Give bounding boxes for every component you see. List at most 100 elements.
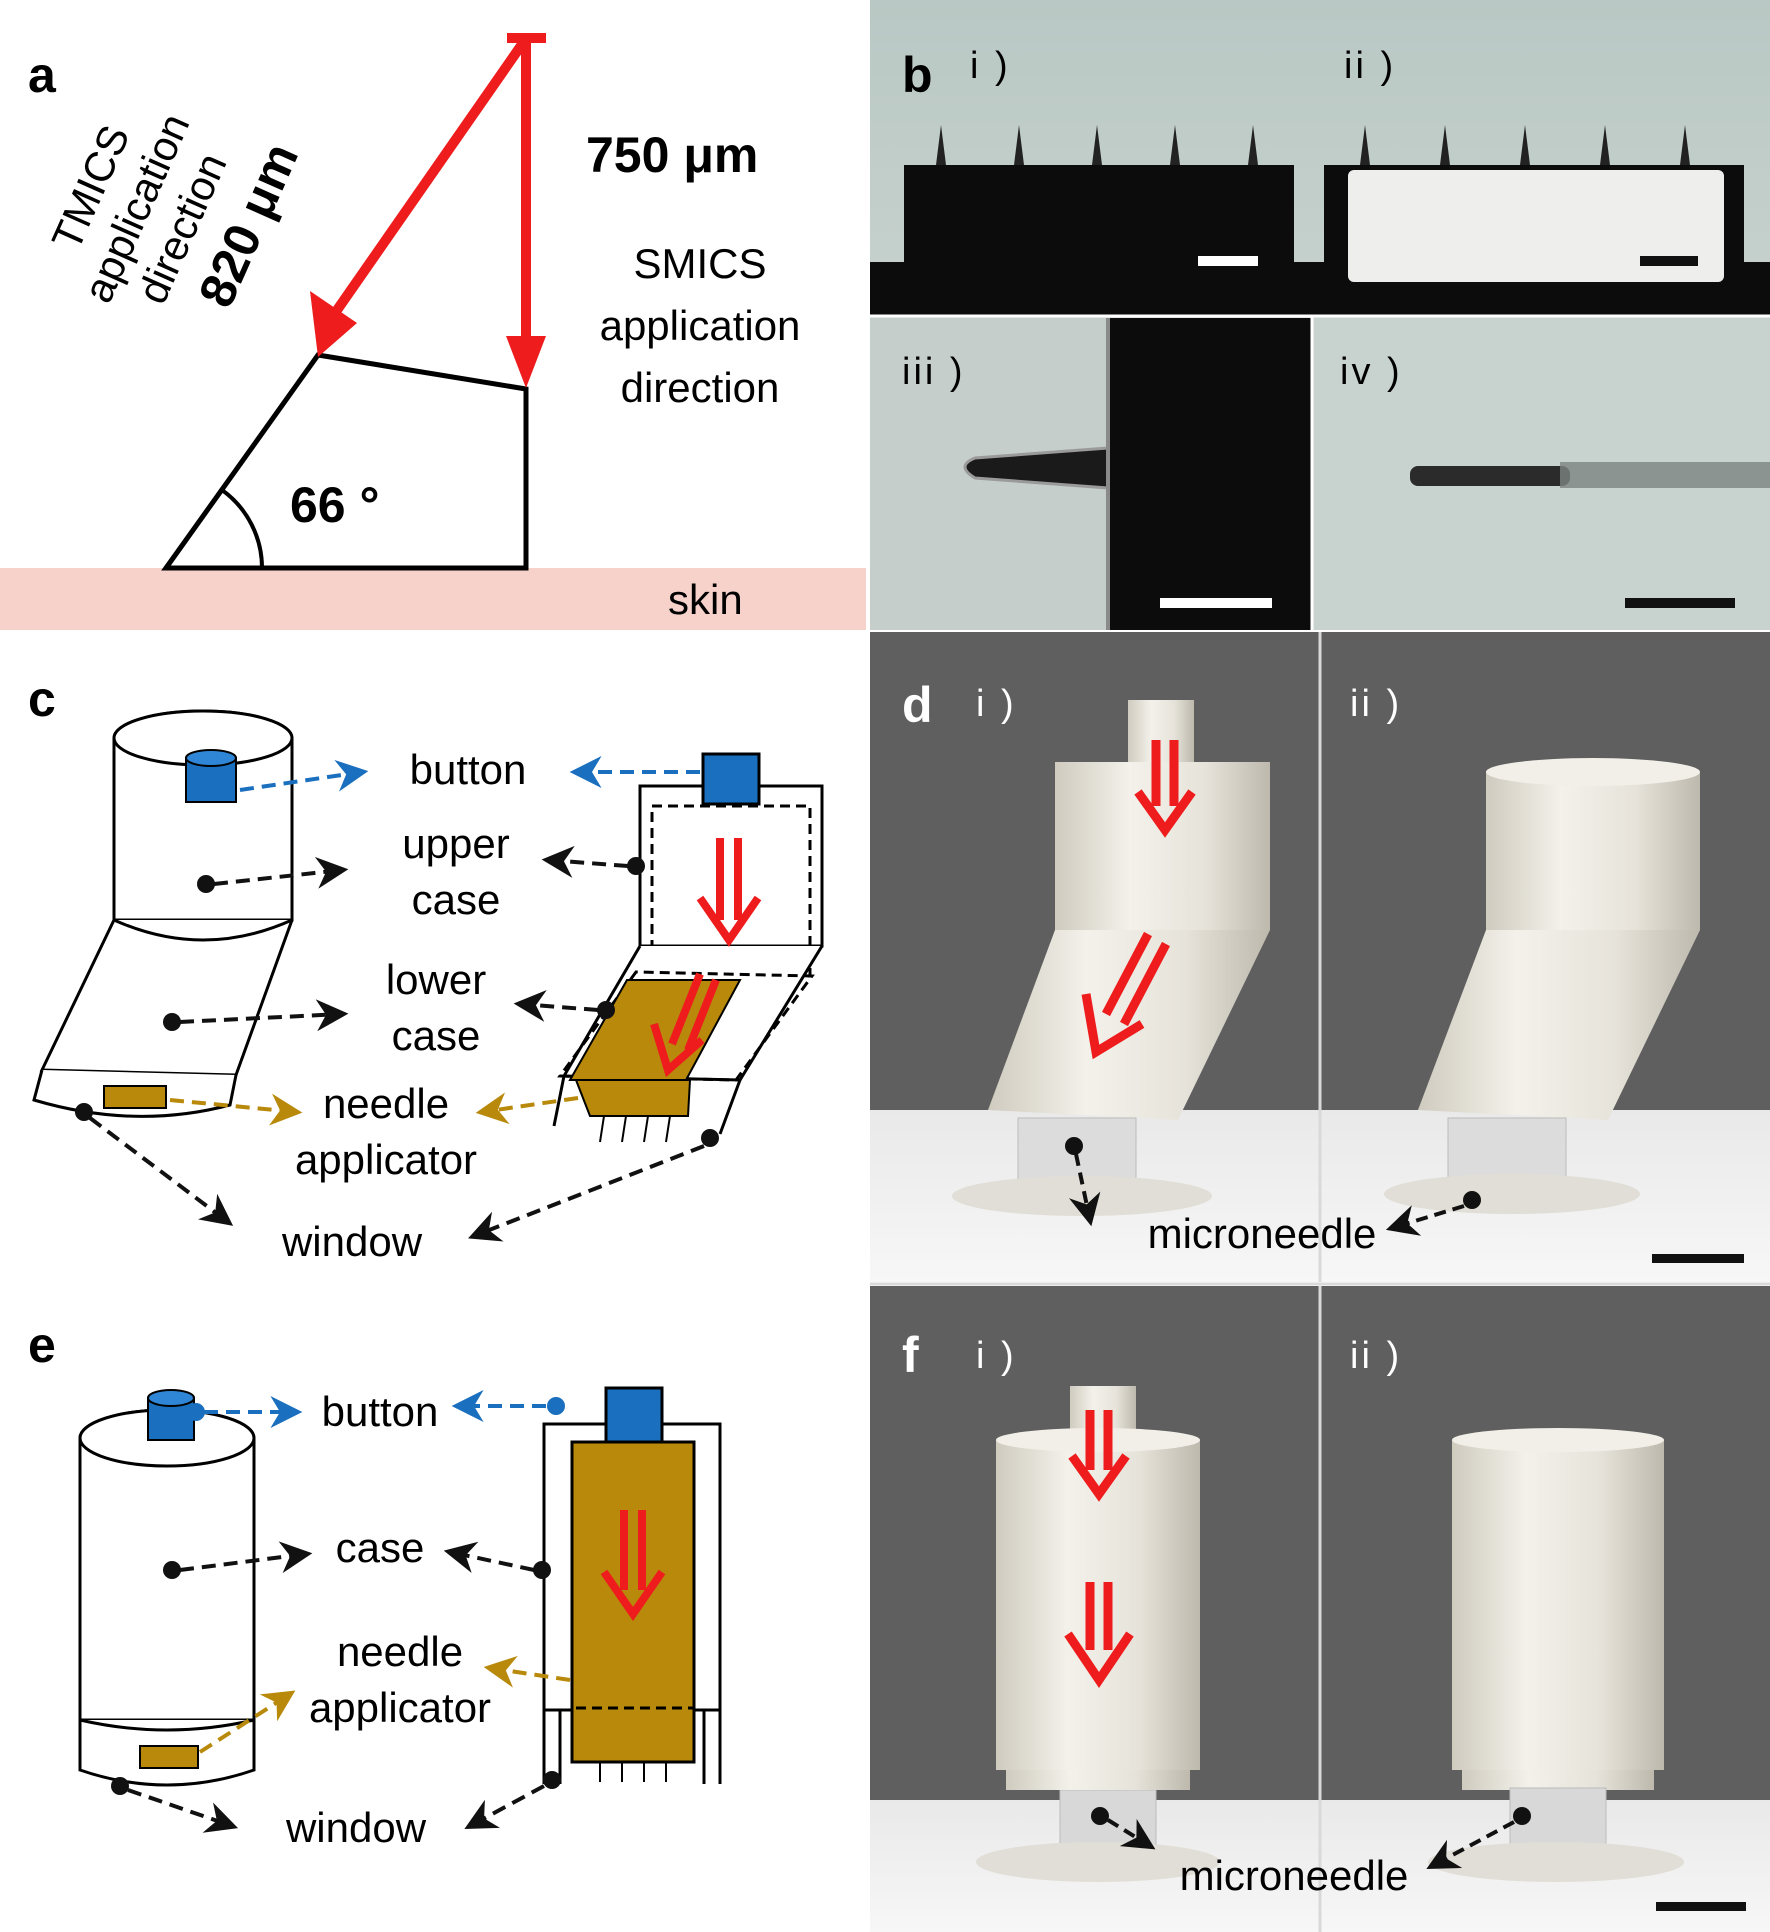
dot-button-e-right [547, 1397, 565, 1415]
microneedle-label-d: microneedle [1148, 1210, 1377, 1257]
shaft-iv [1560, 462, 1770, 488]
smics-line2: application [600, 302, 801, 349]
angle-label: 66 ° [290, 477, 380, 533]
panel-c-label: c [28, 671, 56, 727]
dot-case-e-left [163, 1561, 181, 1579]
sub-b-iv: iv ) [1340, 351, 1403, 393]
scale-bar-f [1656, 1902, 1746, 1911]
arrow-case-e-right [450, 1552, 534, 1570]
dot-microneedle-d1 [1065, 1137, 1083, 1155]
applicator-label-e-2: applicator [309, 1684, 491, 1731]
upper-case-right [640, 786, 822, 946]
panel-f-label: f [902, 1327, 919, 1383]
dot-window-e-right [543, 1771, 561, 1789]
arrow-lower-right [520, 1004, 598, 1010]
scale-bar-ii [1640, 256, 1698, 266]
microneedle-label-f: microneedle [1180, 1852, 1409, 1899]
smics-arrow-head [506, 336, 546, 388]
upper-case-label-2: case [412, 876, 501, 923]
device-d2-top [1486, 758, 1700, 786]
button-label-c: button [410, 746, 527, 793]
arrow-upper-right [548, 860, 628, 866]
applicator-left [104, 1086, 166, 1108]
dot-window-e-left [111, 1777, 129, 1795]
smics-length: 750 μm [586, 127, 758, 183]
sub-b-iii: iii ) [902, 351, 966, 393]
arrow-window-e-right [470, 1786, 544, 1826]
scale-bar-d [1652, 1254, 1744, 1263]
dot-microneedle-f2 [1513, 1807, 1531, 1825]
device-d2-base [1384, 1174, 1640, 1214]
sub-b-ii: ii ) [1344, 45, 1396, 87]
scale-bar-iv [1625, 598, 1735, 608]
sub-f-i: i ) [976, 1335, 1017, 1377]
button-left-e-top [148, 1390, 194, 1406]
sub-f-ii: ii ) [1350, 1335, 1402, 1377]
device-f2-body [1452, 1440, 1664, 1770]
panel-b-label: b [902, 47, 933, 103]
device-f2-legs [1462, 1770, 1654, 1790]
dot-case-e-right [533, 1561, 551, 1579]
device-f1-top [996, 1428, 1200, 1452]
dot-lower-right [597, 1001, 615, 1019]
dot-upper-left [197, 875, 215, 893]
applicator-label-c-1: needle [323, 1080, 449, 1127]
upper-case-label-1: upper [402, 820, 509, 867]
smics-line1: SMICS [633, 240, 766, 287]
applicator-left-e [140, 1746, 198, 1768]
device-d2-upper [1486, 772, 1700, 930]
button-right-e [606, 1388, 662, 1442]
device-f2-top [1452, 1428, 1664, 1452]
lower-case-label-2: case [392, 1012, 481, 1059]
panel-d: microneedle d i ) ii ) [870, 632, 1770, 1282]
lower-case-label-1: lower [386, 956, 486, 1003]
applicator-label-c-2: applicator [295, 1136, 477, 1183]
window-label-e: window [285, 1804, 427, 1851]
sub-d-i: i ) [976, 683, 1017, 725]
tmics-label: TMICS application direction 820 μm [28, 72, 309, 356]
angle-arc [222, 490, 262, 568]
needle-array-i [904, 165, 1294, 265]
dot-microneedle-d2 [1463, 1191, 1481, 1209]
window-label-c: window [281, 1218, 423, 1265]
scale-bar-iii [1160, 598, 1272, 608]
dot-lower-left [163, 1013, 181, 1031]
applicator-label-e-1: needle [337, 1628, 463, 1675]
needle-iv [1410, 466, 1570, 486]
dot-microneedle-f1 [1091, 1807, 1109, 1825]
tmics-arrow-head [310, 291, 357, 357]
arrow-window-right [474, 1146, 704, 1236]
panel-b: b i ) ii ) iii ) iv ) [870, 0, 1770, 630]
case-label-e: case [336, 1524, 425, 1571]
applicator-right-e [572, 1442, 694, 1762]
needles-right [600, 1116, 670, 1142]
lower-case-left [42, 920, 292, 1075]
device-f2-base [1428, 1842, 1684, 1882]
panel-d-label: d [902, 677, 933, 733]
smics-line3: direction [621, 364, 780, 411]
dot-button-e-left [187, 1403, 205, 1421]
panel-a: skin 66 ° a TMICS application direction … [0, 38, 866, 630]
panel-f: microneedle f i ) ii ) [870, 1284, 1770, 1932]
panel-a-label: a [28, 47, 57, 103]
skin-label: skin [668, 576, 743, 623]
panel-e-label: e [28, 1317, 56, 1373]
arrow-applicator-right [482, 1098, 578, 1112]
button-left-top [186, 750, 236, 766]
tmics-arrow [335, 40, 525, 313]
shaft-iii [1108, 318, 1311, 630]
applicator-right-bottom [576, 1080, 690, 1116]
device-f1-legs [1006, 1770, 1190, 1790]
device-d1-knob [1128, 700, 1194, 762]
sub-b-i: i ) [970, 45, 1011, 87]
button-right [703, 754, 759, 804]
sub-d-ii: ii ) [1350, 683, 1402, 725]
arrow-window-left [90, 1118, 228, 1222]
triangle [166, 355, 526, 568]
scale-bar-i [1198, 256, 1258, 266]
needles-right-e [600, 1762, 666, 1782]
dot-upper-right [627, 857, 645, 875]
arrow-window-e-left [128, 1790, 232, 1826]
button-label-e: button [322, 1388, 439, 1435]
